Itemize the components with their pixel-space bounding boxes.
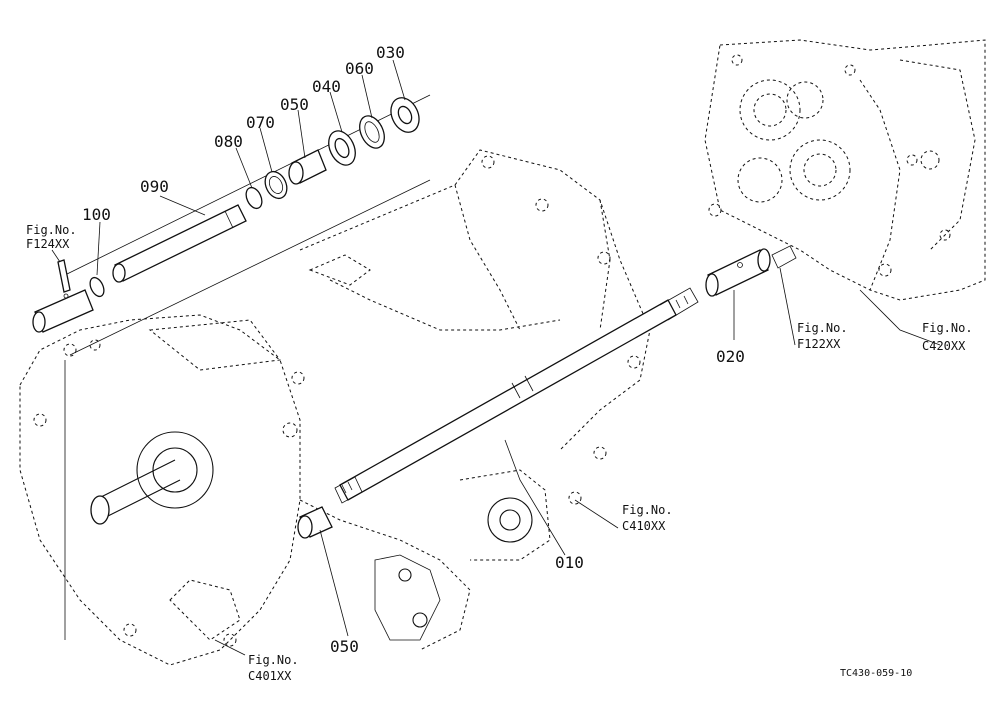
transmission-housing (19, 149, 651, 666)
ref-c420-line1: Fig.No. (922, 321, 973, 335)
label-020: 020 (716, 347, 745, 366)
ref-c401-line2: C401XX (248, 669, 292, 683)
ref-f122-line2: F122XX (797, 337, 841, 351)
ref-c410-line1: Fig.No. (622, 503, 673, 517)
part-labels: 030 060 040 050 070 080 090 100 020 010 … (82, 43, 745, 656)
label-050-lower: 050 (330, 637, 359, 656)
label-040: 040 (312, 77, 341, 96)
rear-housing (704, 39, 986, 301)
label-060: 060 (345, 59, 374, 78)
figure-references: Fig.No. F124XX Fig.No. F122XX Fig.No. C4… (26, 223, 973, 683)
ref-c420-line2: C420XX (922, 339, 966, 353)
upper-parts-stack (32, 94, 431, 356)
ref-c410-line2: C410XX (622, 519, 666, 533)
ref-c401-line1: Fig.No. (248, 653, 299, 667)
drawing-code: TC430-059-10 (840, 668, 912, 679)
ref-f124-line2: F124XX (26, 237, 70, 251)
label-100: 100 (82, 205, 111, 224)
label-050-upper: 050 (280, 95, 309, 114)
label-070: 070 (246, 113, 275, 132)
label-080: 080 (214, 132, 243, 151)
leader-lines (51, 59, 941, 656)
label-090: 090 (140, 177, 169, 196)
collar-020 (705, 245, 797, 297)
main-shaft-010 (334, 287, 699, 504)
ref-f122-line1: Fig.No. (797, 321, 848, 335)
label-010: 010 (555, 553, 584, 572)
bushing-050-lower (297, 506, 333, 539)
label-030: 030 (376, 43, 405, 62)
ref-f124-line1: Fig.No. (26, 223, 77, 237)
